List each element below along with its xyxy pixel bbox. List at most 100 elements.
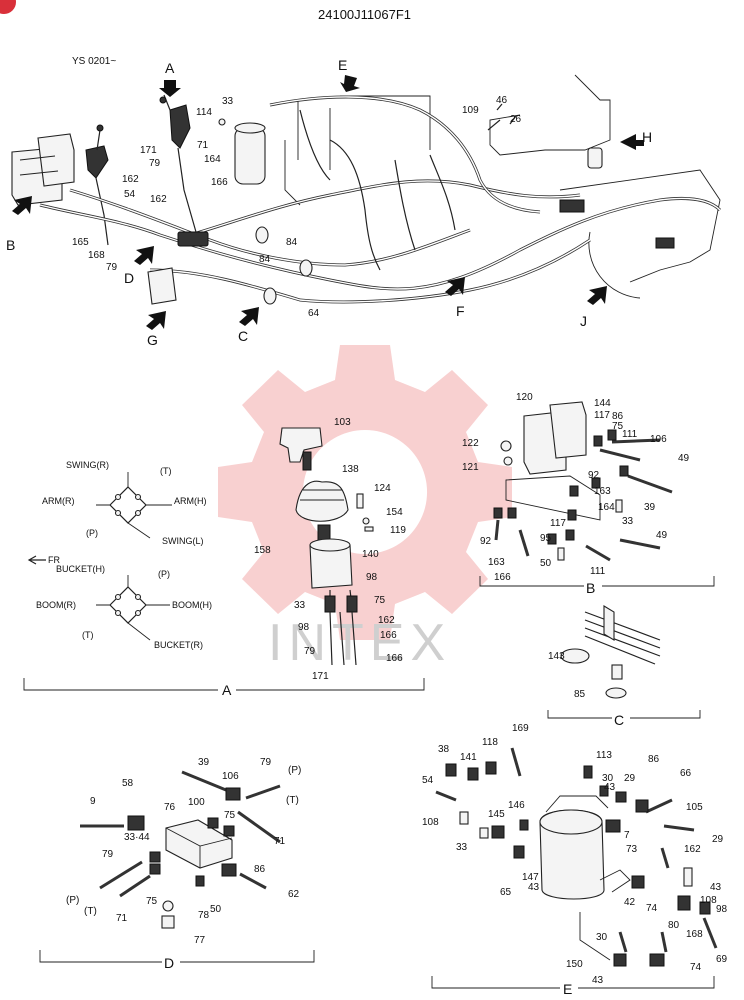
callout: 71 — [274, 836, 286, 847]
arrow-a-icon — [159, 80, 181, 97]
callout: 166 — [380, 630, 397, 641]
callout: 154 — [386, 507, 403, 518]
callout: 79 — [106, 262, 118, 273]
callout: 163 — [488, 557, 505, 568]
callout: 103 — [334, 417, 351, 428]
detail-b-caption: B — [586, 580, 595, 596]
callout: 64 — [308, 308, 320, 319]
callout: 9 — [90, 796, 96, 807]
detail-d-caption: D — [164, 955, 174, 971]
callout: 144 — [594, 398, 611, 409]
pump-g — [147, 267, 177, 305]
callout: 39 — [198, 757, 210, 768]
callout: 98 — [716, 904, 728, 915]
callout: 75 — [146, 896, 158, 907]
arrow-b-icon — [12, 196, 32, 215]
arrow-label-e: E — [338, 57, 347, 73]
detail-c-bracket — [547, 710, 701, 719]
callout: 43 — [710, 882, 722, 893]
callout: 43 — [528, 882, 540, 893]
callout: 54 — [124, 189, 136, 200]
callout: 86 — [648, 754, 660, 765]
pattern-label: BOOM(H) — [172, 600, 212, 610]
callout: 66 — [680, 768, 692, 779]
detail-d-callouts: 39 79 58 106 (P) 9 100 76 (T) 33·44 75 7… — [66, 757, 301, 946]
callout: 26 — [510, 114, 522, 125]
arrow-e-icon — [340, 75, 360, 92]
callout: 86 — [254, 864, 266, 875]
lever-pattern-bottom: BUCKET(H) (P) BOOM(R) BOOM(H) (T) BUCKET… — [36, 564, 212, 650]
left-control-lever — [85, 124, 109, 246]
callout: (T) — [84, 906, 97, 917]
detail-b: 120 144 117 86 75 111 106 122 121 49 92 … — [462, 392, 715, 596]
callout: 33 — [622, 516, 634, 527]
callout: 39 — [644, 502, 656, 513]
arrow-f-icon — [445, 277, 465, 296]
callout: 85 — [574, 689, 586, 700]
callout: 43 — [592, 975, 604, 986]
callout: 46 — [496, 95, 508, 106]
pattern-label: (P) — [86, 528, 98, 538]
callout: 171 — [312, 671, 329, 682]
arrow-label-g: G — [147, 332, 158, 348]
callout: 76 — [164, 802, 176, 813]
detail-e-fittings — [435, 747, 718, 967]
pattern-label: ARM(H) — [174, 496, 207, 506]
pattern-label: BOOM(R) — [36, 600, 76, 610]
callout: 111 — [590, 566, 606, 577]
serial-note: YS 0201~ — [72, 56, 116, 67]
callout: 162 — [378, 615, 395, 626]
page-corner-badge — [0, 0, 16, 14]
front-indicator: FR — [27, 555, 60, 565]
callout: 49 — [678, 453, 690, 464]
callout: 158 — [254, 545, 271, 556]
callout: 98 — [366, 572, 378, 583]
arrow-c-icon — [239, 307, 259, 326]
callout: 84 — [286, 237, 298, 248]
callout: 108 — [422, 817, 439, 828]
callout: 138 — [342, 464, 359, 475]
callout: 171 — [140, 145, 157, 156]
callout: 79 — [102, 849, 114, 860]
detail-d-bracket — [39, 950, 315, 963]
callout: 62 — [288, 889, 300, 900]
valve-block-76 — [165, 819, 233, 869]
front-arrow-icon — [27, 555, 46, 565]
callout: 73 — [626, 844, 638, 855]
callout: 120 — [516, 392, 533, 403]
callout: 106 — [650, 434, 667, 445]
detail-d: 39 79 58 106 (P) 9 100 76 (T) 33·44 75 7… — [39, 757, 315, 971]
callout: 162 — [684, 844, 701, 855]
doc-code: 24100J11067F1 — [318, 7, 411, 22]
callout: 113 — [596, 750, 612, 761]
front-label: FR — [48, 555, 60, 565]
callout: 117 — [550, 518, 566, 529]
callout: 65 — [500, 887, 512, 898]
callout: 75 — [612, 421, 624, 432]
pattern-label: BUCKET(R) — [154, 640, 203, 650]
callout: 108 — [700, 895, 717, 906]
callout: 114 — [196, 107, 212, 118]
callout: 50 — [210, 904, 222, 915]
arrow-label-h: H — [642, 129, 652, 145]
clamp-85 — [605, 687, 627, 699]
callout: 77 — [194, 935, 206, 946]
callout: 49 — [656, 530, 668, 541]
callout: 119 — [390, 525, 406, 536]
detail-b-callouts: 120 144 117 86 75 111 106 122 121 49 92 … — [462, 392, 690, 583]
arrow-label-j: J — [580, 313, 587, 329]
arrow-h-icon — [620, 134, 644, 150]
callout: 69 — [716, 954, 728, 965]
arrow-j-icon — [587, 286, 607, 305]
arrow-label-f: F — [456, 303, 465, 319]
callout: 42 — [624, 897, 636, 908]
callout: 7 — [624, 830, 630, 841]
detail-c-caption: C — [614, 712, 624, 728]
pattern-label: (T) — [82, 630, 94, 640]
callout: 122 — [462, 438, 479, 449]
callout: 33·44 — [124, 832, 150, 843]
callout: 86 — [612, 411, 624, 422]
arrow-label-b: B — [6, 237, 15, 253]
callout: 166 — [386, 653, 403, 664]
